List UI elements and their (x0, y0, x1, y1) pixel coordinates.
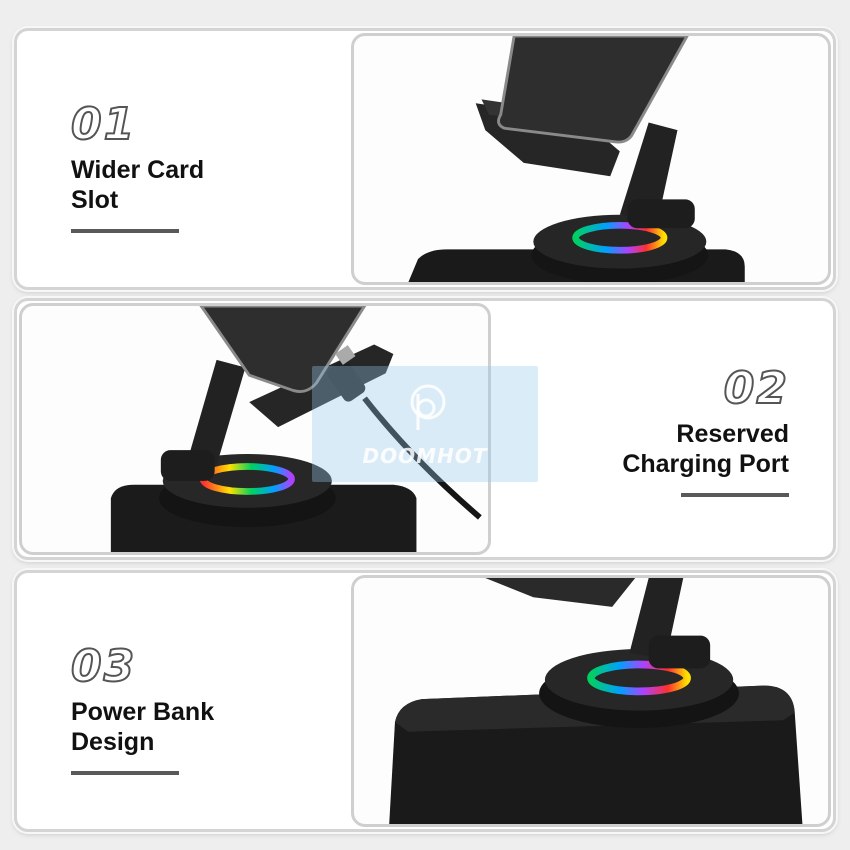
feature-number: 01 (70, 99, 137, 150)
feature-text-1: 01 Wider Card Slot (70, 99, 205, 233)
feature-number: 02 (723, 363, 789, 414)
watermark-logo-icon (410, 384, 446, 430)
feature-panel-2: 02 Reserved Charging Port (14, 298, 836, 560)
feature-title: Power Bank Design (71, 698, 215, 756)
feature-number: 03 (70, 641, 137, 692)
feature-title: Reserved Charging Port (622, 420, 789, 478)
phone-stand-photo (110, 306, 482, 552)
phone-stand-photo (389, 578, 803, 824)
usb-cable-icon (327, 345, 482, 520)
feature-panel-1: 01 Wider Card Slot (14, 28, 836, 290)
product-photo-card-slot (351, 33, 831, 285)
title-underline (681, 493, 789, 497)
feature-text-2: 02 Reserved Charging Port (622, 363, 789, 497)
phone-stand-photo (408, 36, 745, 282)
feature-title: Wider Card Slot (71, 156, 205, 214)
product-photo-power-bank (351, 575, 831, 827)
watermark: DOOMHOT (312, 366, 538, 482)
title-underline (71, 229, 179, 233)
watermark-text: DOOMHOT (362, 444, 488, 468)
title-underline (71, 771, 179, 775)
product-photo-charging-port (19, 303, 491, 555)
feature-text-3: 03 Power Bank Design (70, 641, 215, 775)
feature-panel-3: 03 Power Bank Design (14, 570, 836, 832)
